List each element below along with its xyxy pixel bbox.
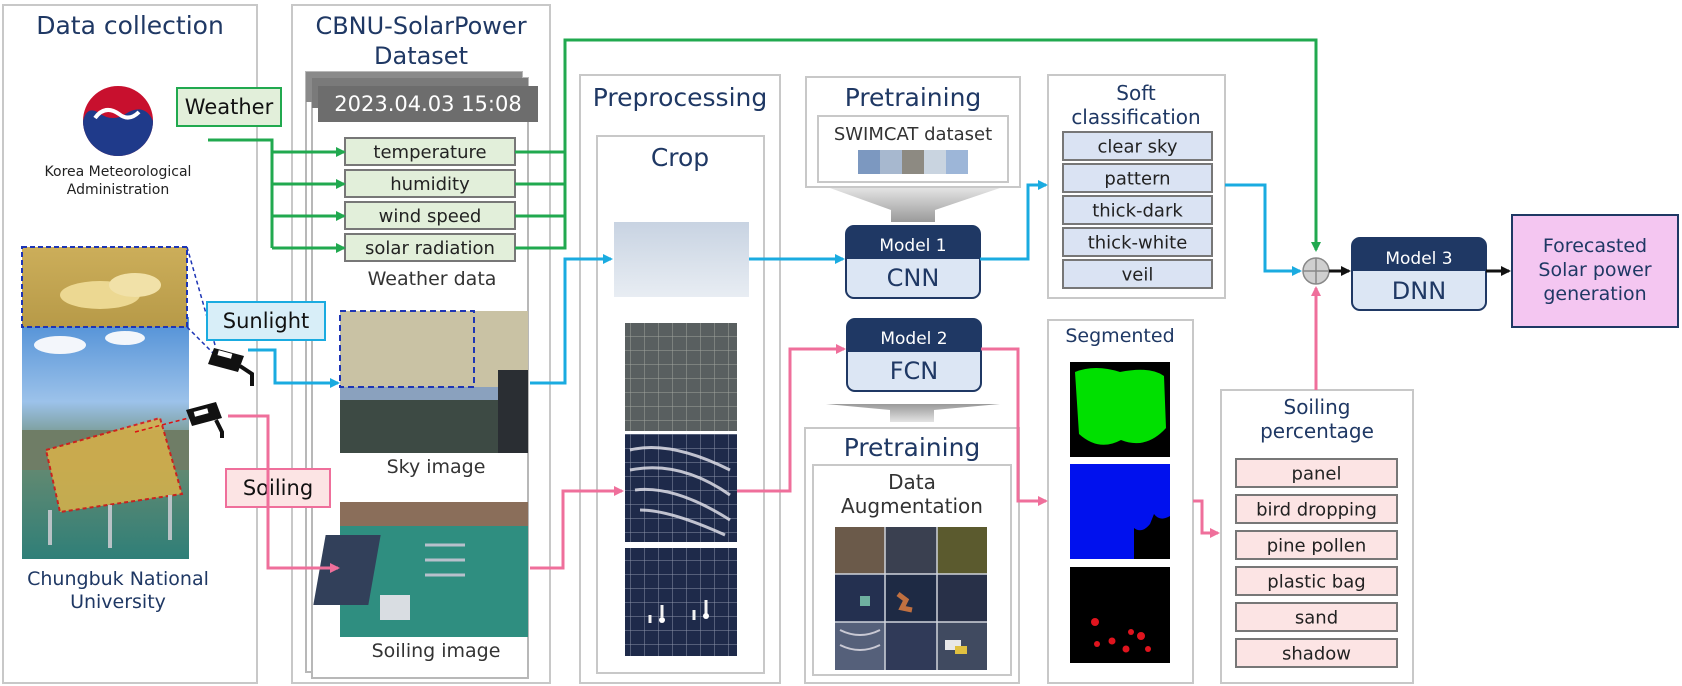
model1-cnn [845, 225, 981, 299]
soiling-class-label: bird dropping [1256, 499, 1377, 520]
model2-name: FCN [890, 357, 939, 385]
pretraining-top-title: Pretraining [845, 83, 982, 112]
cropped-sky-image [614, 222, 749, 297]
cropped-pollen-panel [625, 323, 737, 431]
soiling-pct-line1: Soiling [1284, 395, 1351, 419]
sky-class-box [1062, 259, 1213, 289]
pretrain-funnel-top [830, 188, 1000, 222]
sky-class-label: veil [1122, 264, 1154, 285]
output-line2: Solar power [1538, 259, 1651, 281]
forecast-output-box [1511, 214, 1679, 328]
cropped-bag-panel [625, 434, 737, 542]
soiling-class-box [1235, 638, 1398, 668]
dataset-timestamp: 2023.04.03 15:08 [334, 92, 521, 116]
soiling-class-label: plastic bag [1267, 571, 1365, 592]
sky-class-box [1062, 131, 1213, 161]
sunlight-flow-arrows [248, 180, 1302, 388]
model1-name: CNN [887, 264, 940, 292]
model3-label: Model 3 [1385, 249, 1452, 269]
crop-title: Crop [651, 143, 709, 172]
sky-class-box [1062, 227, 1213, 257]
augmentation-mosaic [835, 527, 987, 670]
segmentation-mask-panel [1070, 464, 1170, 559]
soiling-class-box [1235, 494, 1398, 524]
soiling-image [313, 502, 528, 637]
dataset-title-line2: Dataset [374, 42, 468, 70]
augmentation-line2: Augmentation [841, 494, 983, 518]
cbnu-name-line1: Chungbuk National [27, 568, 209, 590]
sky-camera-icon [208, 348, 254, 386]
augmentation-line1: Data [888, 470, 936, 494]
output-line1: Forecasted [1543, 235, 1647, 257]
weather-field-label: temperature [373, 142, 486, 163]
soiling-class-box [1235, 566, 1398, 596]
soiling-tag-label: Soiling [243, 476, 313, 500]
soiling-image-caption: Soiling image [372, 640, 501, 662]
weather-field-box [344, 201, 516, 230]
soiling-class-label: panel [1292, 463, 1342, 484]
data-collection-title: Data collection [36, 11, 224, 40]
sky-class-list: clear sky pattern thick-dark thick-white vei… [1062, 131, 1213, 289]
sky-class-label: thick-white [1088, 232, 1188, 253]
sunlight-tag [206, 301, 326, 341]
pretraining-bottom-title: Pretraining [844, 433, 981, 462]
soiling-class-list: panel bird dropping pine pollen plastic bag… [1235, 458, 1398, 668]
sky-class-box [1062, 195, 1213, 225]
model2-label: Model 2 [880, 329, 947, 349]
soiling-class-box [1235, 602, 1398, 632]
soiling-class-box [1235, 530, 1398, 560]
soiling-class-label: shadow [1282, 643, 1351, 664]
soiling-flow-arrows [228, 286, 1321, 573]
cbnu-name-line2: University [70, 591, 166, 613]
swimcat-thumbnails [858, 150, 968, 174]
soiling-class-label: sand [1295, 607, 1338, 628]
weather-field-label: wind speed [379, 206, 482, 227]
model1-label: Model 1 [879, 236, 946, 256]
weather-field-label: solar radiation [365, 238, 495, 259]
kma-name-line1: Korea Meteorological [45, 164, 192, 180]
sky-class-label: thick-dark [1092, 200, 1183, 221]
sky-class-label: pattern [1104, 168, 1170, 189]
sky-class-label: clear sky [1098, 136, 1178, 157]
timestamp-bar [318, 86, 538, 122]
preprocessing-title: Preprocessing [593, 83, 767, 112]
cropped-dropping-panel [625, 548, 737, 656]
weather-field-list: temperature humidity wind speed solar radia… [344, 137, 516, 262]
swimcat-label: SWIMCAT dataset [834, 124, 992, 145]
weather-tag-label: Weather [185, 95, 274, 119]
sky-class-box [1062, 163, 1213, 193]
kma-name-line2: Administration [67, 182, 169, 198]
segmentation-mask-dropping [1070, 567, 1170, 663]
model3-dnn [1351, 237, 1487, 311]
soft-title-line1: Soft [1116, 81, 1156, 105]
kma-logo [83, 86, 153, 156]
model2-fcn [846, 318, 982, 392]
dataset-title-line1: CBNU-SolarPower [315, 12, 526, 40]
segmentation-mask-sky [1070, 362, 1170, 457]
weather-field-label: humidity [390, 174, 470, 195]
concat-node-icon [1302, 257, 1330, 285]
model3-name: DNN [1392, 277, 1446, 305]
segmented-title: Segmented [1065, 325, 1174, 347]
soiling-pct-line2: percentage [1260, 419, 1374, 443]
cloud-inset-photo [21, 246, 188, 328]
weather-flow-arrows [208, 38, 1321, 253]
weather-tag [176, 87, 282, 127]
pretrain-funnel-bottom [826, 404, 1000, 422]
sky-image-caption: Sky image [387, 456, 486, 478]
soiling-camera-icon [186, 402, 224, 438]
sky-image [339, 310, 528, 453]
soiling-class-box [1235, 458, 1398, 488]
weather-data-caption: Weather data [368, 268, 497, 290]
soiling-class-label: pine pollen [1267, 535, 1367, 556]
soft-title-line2: classification [1071, 105, 1200, 129]
weather-field-box [344, 169, 516, 198]
campus-photo [22, 317, 189, 559]
soiling-tag [225, 468, 331, 508]
sunlight-tag-label: Sunlight [223, 309, 310, 333]
output-line3: generation [1543, 283, 1646, 305]
